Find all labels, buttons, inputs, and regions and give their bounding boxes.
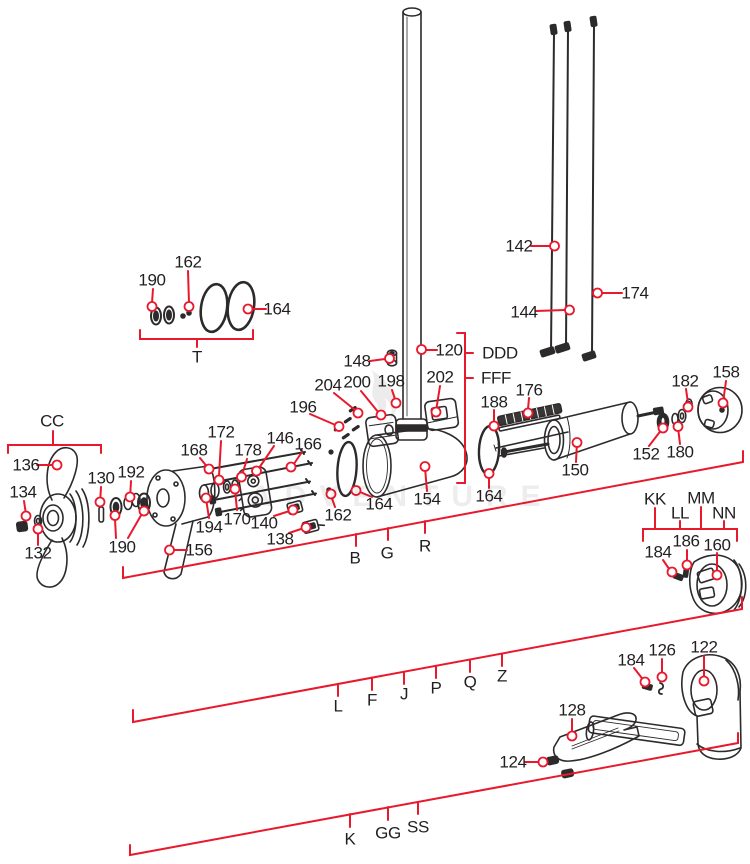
prop-nut bbox=[15, 520, 29, 533]
main-shaft bbox=[395, 7, 428, 441]
bracket-line-BGR bbox=[122, 450, 744, 580]
bracket-T bbox=[139, 329, 254, 348]
end-bell bbox=[697, 386, 743, 434]
bearing-endbell-group bbox=[656, 386, 743, 434]
housing-o-ring bbox=[336, 440, 358, 498]
callout-circles bbox=[20, 240, 729, 768]
propeller bbox=[36, 446, 90, 588]
text-watermark: ADVENTURE bbox=[250, 480, 554, 513]
steering-cables bbox=[539, 15, 598, 362]
control-head-base bbox=[585, 654, 742, 760]
bracket-KK-NN bbox=[642, 506, 738, 542]
bracket-DDD-FFF bbox=[456, 332, 474, 484]
drive-pin bbox=[98, 506, 105, 523]
bracket-line-LFJPQZ bbox=[132, 596, 743, 724]
bracket-CC bbox=[7, 430, 102, 454]
flame-watermark-icon bbox=[371, 370, 397, 421]
seal-kit-group-T bbox=[150, 280, 256, 334]
motor-o-ring bbox=[477, 424, 501, 476]
leader-lines bbox=[7, 245, 744, 857]
armature-motor bbox=[477, 401, 665, 476]
bracket-line-KGGSS bbox=[129, 732, 739, 857]
